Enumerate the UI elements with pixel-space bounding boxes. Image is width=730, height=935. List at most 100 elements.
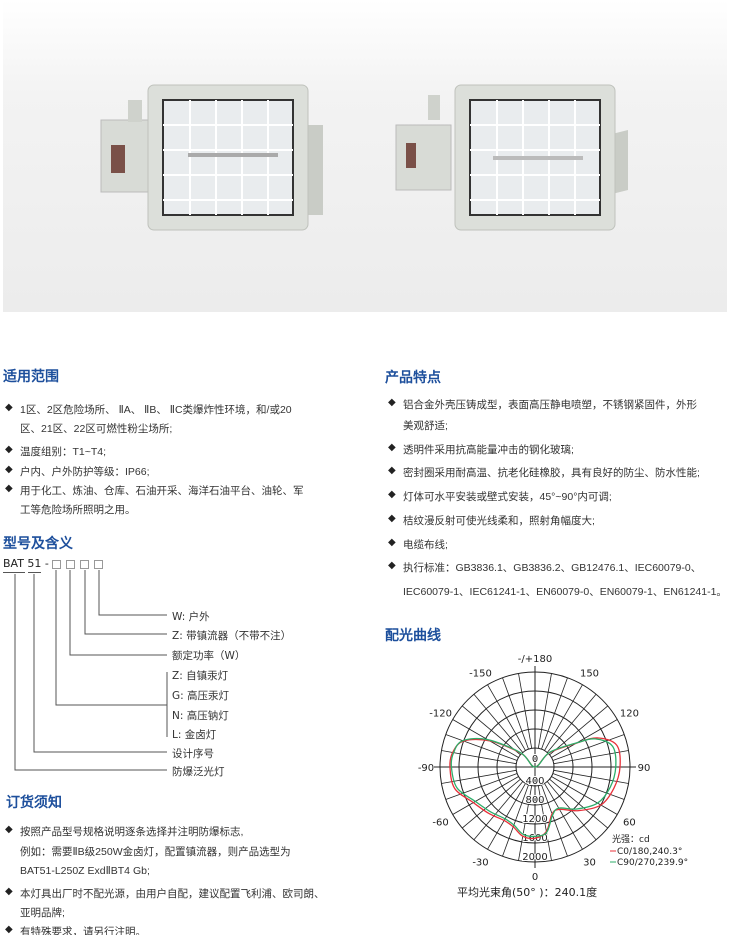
light-distribution-chart: -/+180 -150 150 -120 120 -90 90 -60 60 -30 30 0 0 400… (418, 654, 688, 882)
model-label: Z: 带镇流器（不带不注） (172, 630, 292, 642)
list-item-text: 铝合金外壳压铸成型，表面高压静电喷塑，不锈钢紧固件，外形 (403, 399, 697, 411)
angle-tick-label: -/+180 (518, 654, 552, 665)
angle-tick-label: -30 (472, 857, 488, 868)
bullet-diamond-icon: ◆ (5, 402, 13, 413)
angle-grid-line (553, 750, 629, 765)
angle-tick-label: 90 (638, 763, 651, 774)
list-item-text: BAT51-L250Z ExdⅡBT4 Gb; (20, 865, 150, 877)
bullet-diamond-icon: ◆ (5, 483, 13, 494)
angle-tick-label: 30 (583, 857, 596, 868)
model-heading: 型号及含义 (3, 536, 73, 552)
list-item-text: 密封圈采用耐高温、抗老化硅橡胶，具有良好的防尘、防水性能; (403, 467, 700, 479)
radial-tick-label: 400 (525, 776, 544, 787)
bullet-diamond-icon: ◆ (388, 465, 396, 476)
angle-grid-line (551, 776, 618, 815)
model-label: L: 金卤灯 (172, 729, 217, 741)
angle-grid-line (537, 673, 552, 749)
model-label: Z: 自镇汞灯 (172, 670, 229, 682)
list-item-text: 1区、2区危险场所、 ⅡA、 ⅡB、 ⅡC类爆炸性环境，和/或20 (20, 404, 292, 416)
angle-grid-line (541, 784, 568, 857)
angle-tick-label: -60 (432, 818, 448, 829)
list-item-text: 桔纹漫反射可使光线柔和，照射角幅度大; (403, 515, 595, 527)
model-label: W: 户外 (172, 611, 210, 623)
angle-grid-line (461, 705, 521, 756)
bullet-diamond-icon: ◆ (5, 924, 13, 935)
angle-tick-label: -150 (469, 669, 492, 680)
model-label: G: 高压汞灯 (172, 690, 230, 702)
bullet-diamond-icon: ◆ (388, 560, 396, 571)
angle-grid-line (473, 781, 524, 841)
model-diagram (3, 560, 168, 771)
bullet-diamond-icon: ◆ (388, 513, 396, 524)
angle-grid-line (552, 773, 625, 800)
angle-grid-line (553, 769, 629, 784)
angle-grid-line (544, 783, 583, 850)
angle-grid-line (518, 673, 533, 749)
legend-entry: C90/270,239.9° (617, 858, 688, 868)
angle-tick-label: 150 (580, 669, 599, 680)
list-item-text: 亚明品牌; (20, 907, 65, 919)
bullet-diamond-icon: ◆ (388, 397, 396, 408)
angle-grid-line (473, 693, 524, 753)
angle-grid-line (549, 705, 609, 756)
list-item-text: IEC60079-1、IEC61241-1、EN60079-0、EN60079-… (403, 586, 727, 598)
angle-grid-line (544, 684, 583, 751)
floodlight-image-1 (100, 84, 323, 231)
list-item-text: 户内、户外防护等级：IP66; (20, 466, 150, 478)
bullet-diamond-icon: ◆ (5, 824, 13, 835)
beam-angle-caption: 平均光束角(50° )：240.1度 (457, 886, 598, 899)
angle-grid-line (502, 784, 529, 857)
list-item-text: 例如：需要ⅡB级250W金卤灯，配置镇流器，则产品选型为 (20, 846, 291, 858)
series-curve (450, 737, 617, 838)
list-item-text: 美观舒适; (403, 420, 448, 432)
model-label: N: 高压钠灯 (172, 710, 229, 722)
list-item-text: 灯体可水平安装或壁式安装，45°~90°内可调; (403, 491, 612, 503)
scope-heading: 适用范围 (3, 369, 59, 385)
angle-grid-line (445, 734, 518, 761)
bullet-diamond-icon: ◆ (5, 464, 13, 475)
legend-title: 光强：cd (612, 833, 650, 845)
product-photo-panel (3, 0, 727, 312)
angle-grid-line (452, 719, 519, 758)
angle-grid-line (445, 773, 518, 800)
list-item-text: 按照产品型号规格说明逐条选择并注明防爆标志, (20, 826, 244, 838)
angle-tick-label: 120 (620, 709, 639, 720)
angle-grid-line (487, 684, 526, 751)
model-label: 设计序号 (172, 748, 214, 760)
radial-tick-label: 1200 (522, 814, 547, 825)
product-photo (100, 84, 628, 231)
angle-grid-line (452, 776, 519, 815)
list-item-text: 区、21区、22区可燃性粉尘场所; (20, 423, 173, 435)
list-item-text: 执行标准：GB3836.1、GB3836.2、GB12476.1、IEC6007… (403, 562, 702, 574)
angle-grid-line (518, 785, 533, 861)
bullet-diamond-icon: ◆ (5, 444, 13, 455)
list-item-text: 本灯具出厂时不配光源，由用户自配，建议配置飞利浦、欧司朗、 (20, 888, 325, 900)
list-item-text: 工等危险场所照明之用。 (20, 504, 136, 516)
angle-grid-line (541, 677, 568, 750)
list-item-text: 透明件采用抗高能量冲击的钢化玻璃; (403, 444, 574, 456)
radial-tick-label: 0 (532, 754, 538, 765)
bullet-diamond-icon: ◆ (388, 442, 396, 453)
angle-tick-label: 0 (532, 872, 538, 882)
order-heading: 订货须知 (6, 795, 62, 811)
angle-grid-line (502, 677, 529, 750)
angle-tick-label: -90 (418, 763, 434, 774)
legend-entry: C0/180,240.3° (617, 847, 682, 857)
list-item-text: 电缆布线; (403, 539, 448, 551)
angle-grid-line (461, 778, 521, 829)
list-item-text: 用于化工、炼油、仓库、石油开采、海洋石油平台、油轮、军 (20, 485, 304, 497)
angle-tick-label: 60 (623, 818, 636, 829)
list-item-text: 有特殊要求，请另行注明。 (20, 926, 146, 935)
bullet-diamond-icon: ◆ (388, 489, 396, 500)
list-item-text: 温度组别：T1~T4; (20, 446, 107, 458)
radial-tick-label: 800 (525, 795, 544, 806)
angle-tick-label: -120 (429, 709, 452, 720)
model-prefix: BAT 51 - (3, 557, 49, 570)
curve-heading: 配光曲线 (385, 628, 441, 644)
angle-grid-line (552, 734, 625, 761)
floodlight-image-2 (395, 84, 628, 231)
angle-grid-line (549, 778, 609, 829)
angle-grid-line (487, 783, 526, 850)
model-label: 额定功率（W） (172, 650, 246, 662)
